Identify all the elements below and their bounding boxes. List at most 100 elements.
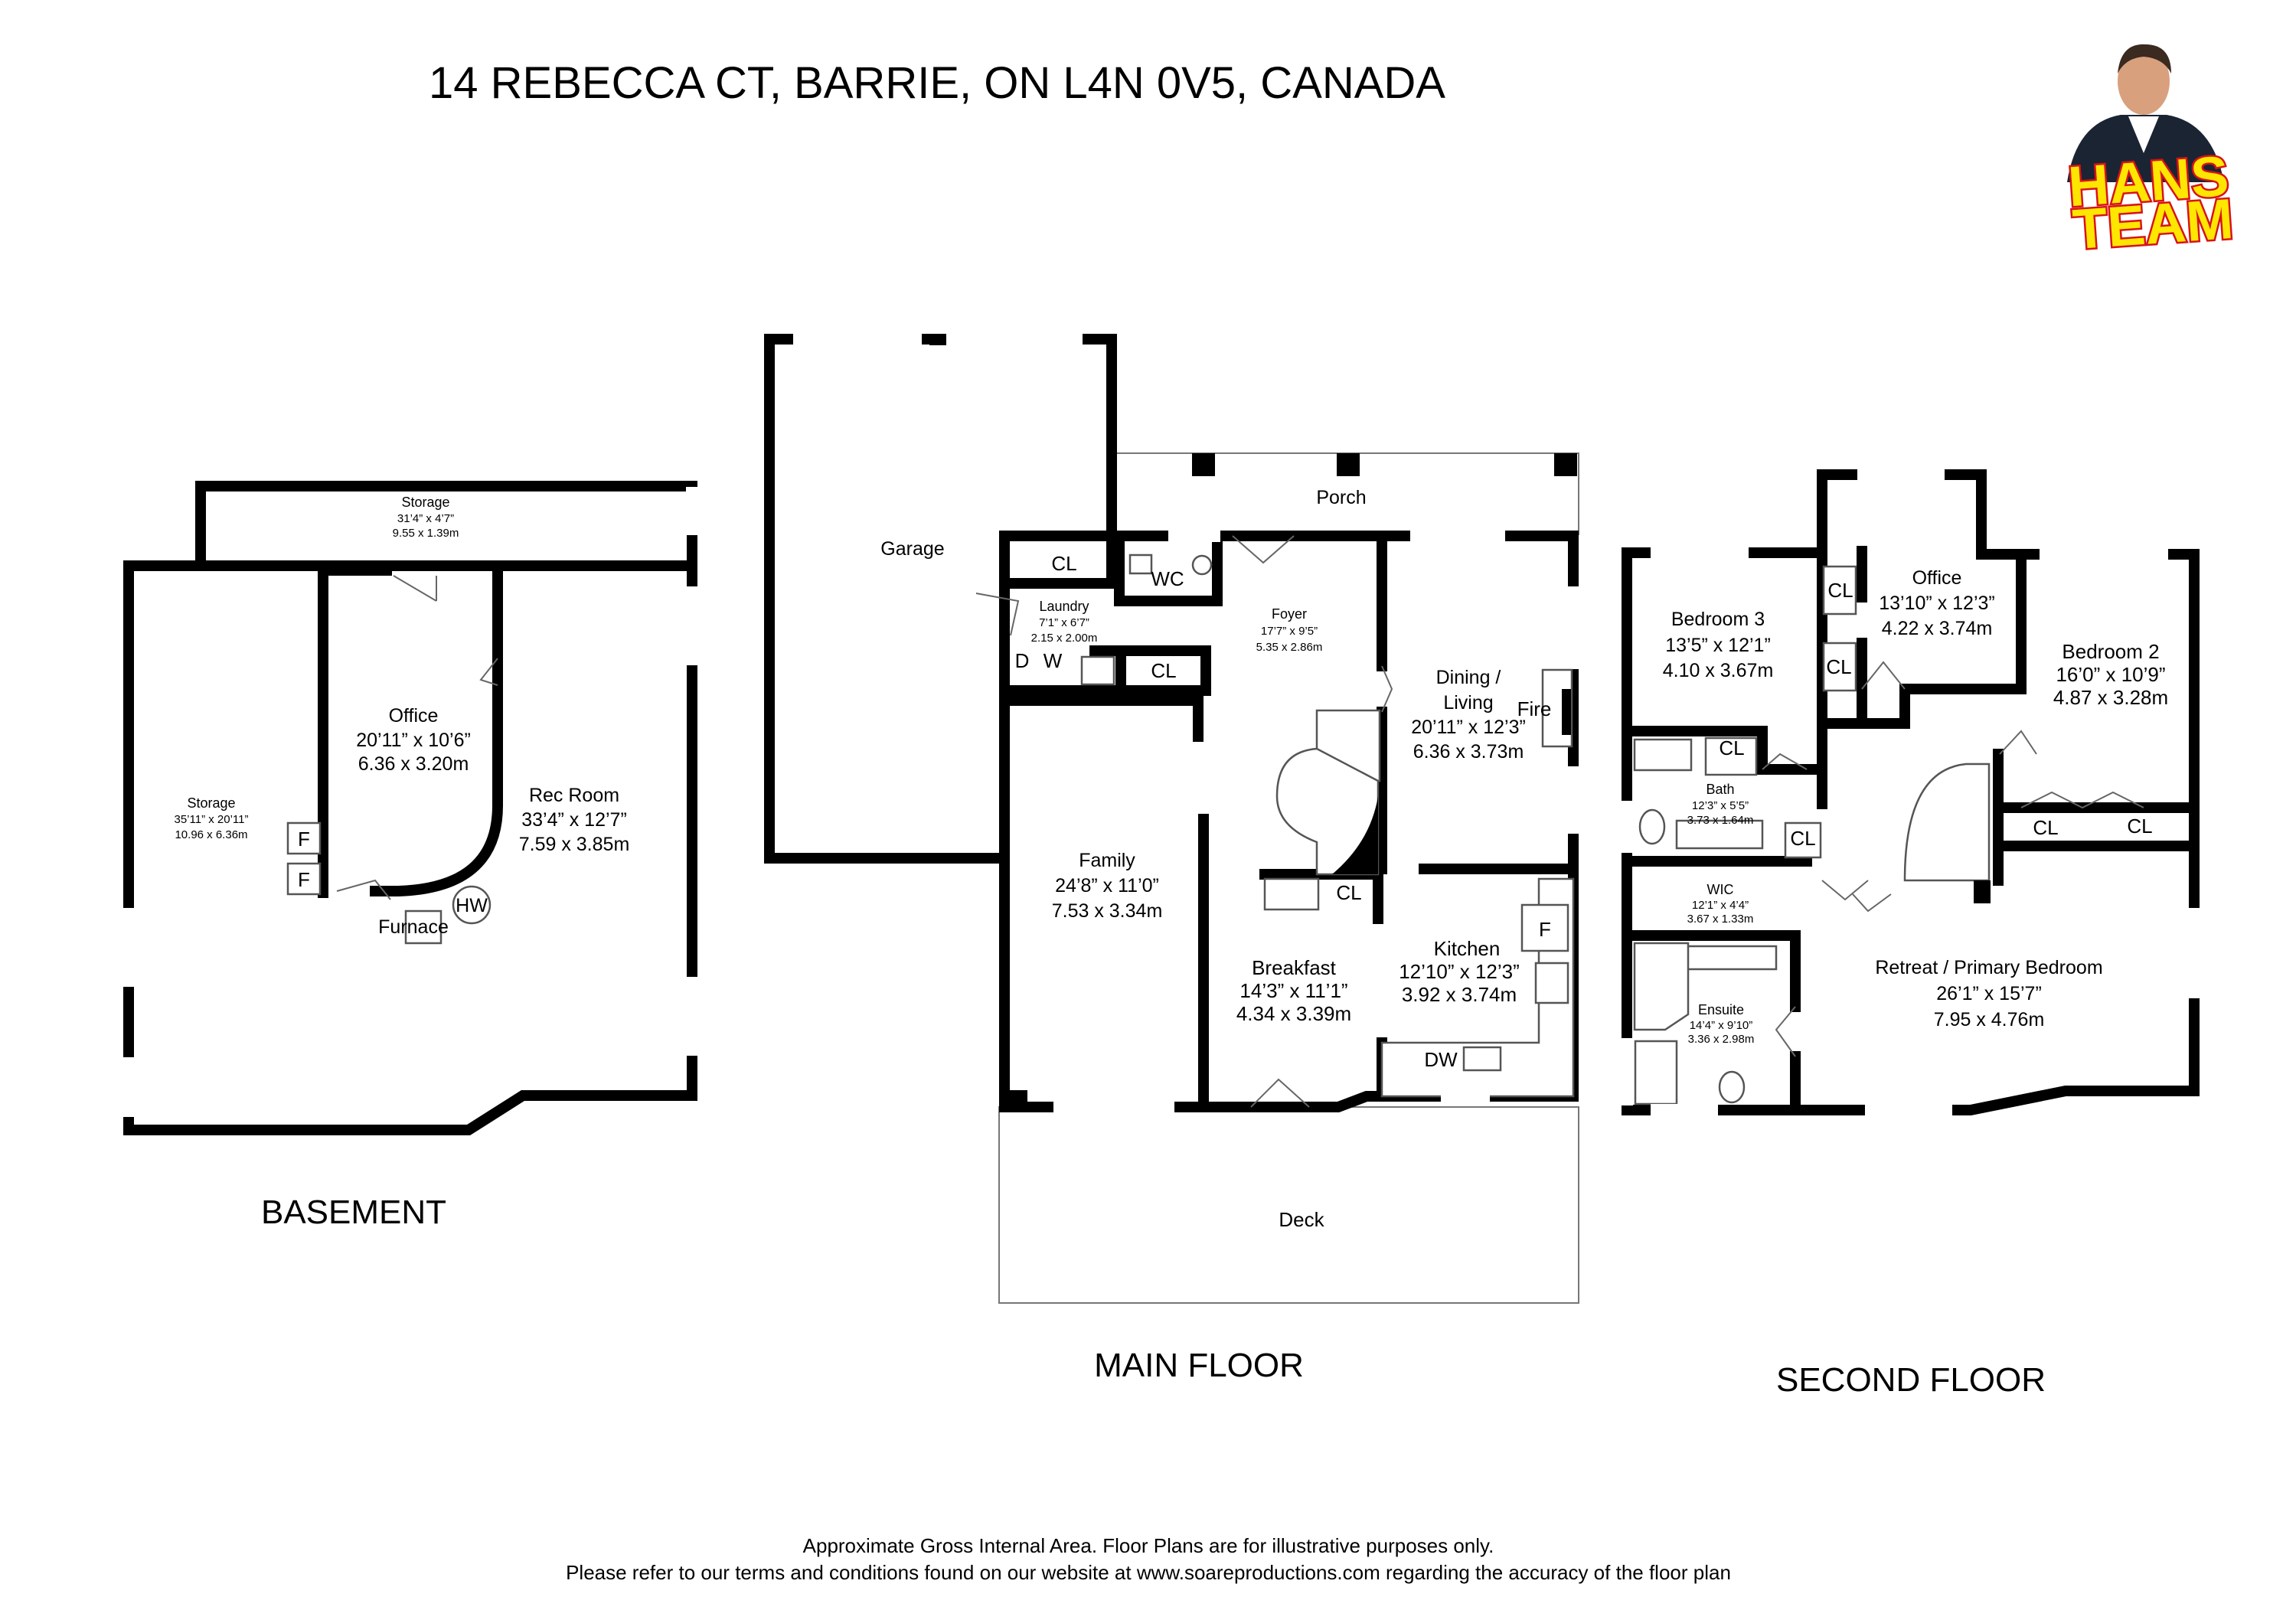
ensuite-toilet <box>1718 1070 1746 1104</box>
bath-door <box>1762 753 1808 770</box>
office-door <box>1861 661 1906 690</box>
ensuite-imperial: 14’4” x 9’10” <box>1690 1019 1753 1032</box>
dining-metric: 6.36 x 3.73m <box>1413 741 1524 763</box>
basement-storage-top-metric: 9.55 x 1.39m <box>393 527 459 540</box>
main-cl3-label: CL <box>1336 881 1361 904</box>
bed2-closet-doors <box>2020 791 2144 809</box>
ensuite-name: Ensuite <box>1698 1002 1744 1017</box>
foyer-metric: 5.35 x 2.86m <box>1256 641 1323 654</box>
second-window-bath <box>1621 801 1633 853</box>
basement-office-metric: 6.36 x 3.20m <box>358 753 469 775</box>
address-title: 14 REBECCA CT, BARRIE, ON L4N 0V5, CANAD… <box>429 58 1445 108</box>
basement-office-door <box>393 575 437 602</box>
porch-post-1 <box>1192 453 1215 476</box>
hw-label: HW <box>456 895 488 916</box>
deck-door <box>1250 1078 1310 1108</box>
dining-door <box>1381 665 1393 713</box>
family-name: Family <box>1079 850 1135 871</box>
wc-walls <box>1114 531 1223 606</box>
main-floor-label: MAIN FLOOR <box>1094 1347 1304 1384</box>
basement-window-3 <box>686 977 698 1056</box>
second-stair-post <box>1974 880 1991 903</box>
furnace-box <box>404 909 443 945</box>
disclaimer-line1: Approximate Gross Internal Area. Floor P… <box>803 1534 1494 1557</box>
office-closet-1 <box>1822 565 1857 616</box>
retreat-metric: 7.95 x 4.76m <box>1934 1009 2045 1030</box>
second-office-metric: 4.22 x 3.74m <box>1882 618 1993 639</box>
basement-window-2 <box>686 586 698 665</box>
main-fire-label: Fire <box>1517 697 1552 720</box>
main-stair-curve <box>1275 747 1380 876</box>
basement-storage-top-imperial: 31’4” x 4’7” <box>397 512 454 525</box>
logo-line1: HANS <box>2066 144 2231 218</box>
laundry-door <box>975 593 1020 636</box>
front-door <box>1232 535 1295 564</box>
main-dryer-label: D <box>1015 649 1030 672</box>
foyer-imperial: 17’7” x 9’5” <box>1261 625 1318 638</box>
basement-office-door-2 <box>336 879 391 900</box>
second-window-bed2 <box>2040 548 2168 560</box>
basement-beam <box>323 560 392 576</box>
wic-door <box>1821 880 1869 901</box>
second-cl1-label: CL <box>1719 736 1744 759</box>
basement-window-4 <box>122 908 135 987</box>
laundry-bottom-wall <box>999 645 1211 696</box>
main-floor-plan: CL WC CL D W CL Fire F DW Garage Porch L… <box>764 333 1579 1384</box>
basement-storage-left-metric: 10.96 x 6.36m <box>175 828 247 841</box>
dining-imperial: 20’11” x 12’3” <box>1411 717 1526 738</box>
garage-name: Garage <box>880 538 944 560</box>
bedroom2-metric: 4.87 x 3.28m <box>2053 686 2168 709</box>
retreat-name: Retreat / Primary Bedroom <box>1875 957 2102 978</box>
second-window-ensuite-2 <box>1651 1104 1718 1116</box>
basement-f1-box <box>286 821 322 855</box>
bedroom2-imperial: 16’0” x 10’9” <box>2056 663 2165 686</box>
garage-door-opening-1 <box>793 333 922 345</box>
bath-imperial: 12’3” x 5’5” <box>1692 799 1749 812</box>
basement-f2-label: F <box>298 868 310 891</box>
basement-plan: F F Furnace HW Storage 31’4” x 4’7” 9.55… <box>122 481 698 1231</box>
main-stair-landing-solid <box>1332 796 1378 874</box>
hans-team-logo: HANS TEAM <box>2064 44 2237 263</box>
second-cl2-label: CL <box>1827 579 1853 602</box>
family-imperial: 24’8” x 11’0” <box>1055 875 1159 896</box>
dining-name-1: Dining / <box>1436 667 1501 688</box>
laundry-name: Laundry <box>1039 599 1089 614</box>
second-window-retreat-2 <box>2188 908 2200 998</box>
rec-room-name: Rec Room <box>529 785 619 806</box>
basement-window-5 <box>122 1057 135 1117</box>
office-closet-2 <box>1822 642 1857 692</box>
main-fridge-label: F <box>1539 918 1551 941</box>
second-window-ensuite <box>1621 1038 1633 1105</box>
main-cl1-label: CL <box>1051 552 1076 575</box>
bed2-bottom-wall <box>1993 749 2200 813</box>
wic-imperial: 12’1” x 4’4” <box>1692 899 1749 912</box>
main-window-family <box>1053 1101 1174 1113</box>
laundry-sink <box>1080 655 1115 686</box>
wc-sink <box>1191 554 1213 576</box>
laundry-top-wall <box>999 531 1117 589</box>
breakfast-name: Breakfast <box>1252 956 1337 979</box>
kitchen-fridge <box>1520 903 1569 952</box>
family-top-wall <box>999 685 1204 706</box>
basement-f1-label: F <box>298 828 310 851</box>
basement-office-imperial: 20’11” x 10’6” <box>356 730 471 751</box>
main-window-east-1 <box>1567 586 1579 669</box>
main-corner-post <box>1004 1090 1027 1107</box>
basement-storage-top-name: Storage <box>401 495 449 510</box>
ensuite-tub <box>1634 1040 1678 1105</box>
main-dw-label: DW <box>1424 1048 1458 1071</box>
laundry-imperial: 7’1” x 6’7” <box>1039 616 1089 629</box>
second-floor-plan: CL CL CL CL CL CL Bedroom 3 13’5” x 12’1… <box>1621 469 2200 1399</box>
main-window-dining <box>1410 530 1505 542</box>
basement-storage-left-name: Storage <box>187 795 235 811</box>
kitchen-sink <box>1462 1046 1502 1072</box>
family-metric: 7.53 x 3.34m <box>1052 900 1163 922</box>
fireplace-hearth <box>1562 689 1571 735</box>
bedroom3-name: Bedroom 3 <box>1671 609 1765 630</box>
main-window-kitchen <box>1441 1090 1490 1102</box>
kitchen-stove <box>1534 962 1569 1004</box>
bedroom2-name: Bedroom 2 <box>2062 640 2159 663</box>
ensuite-shower <box>1633 942 1690 1031</box>
bed3-bottom-wall <box>1622 726 1827 775</box>
